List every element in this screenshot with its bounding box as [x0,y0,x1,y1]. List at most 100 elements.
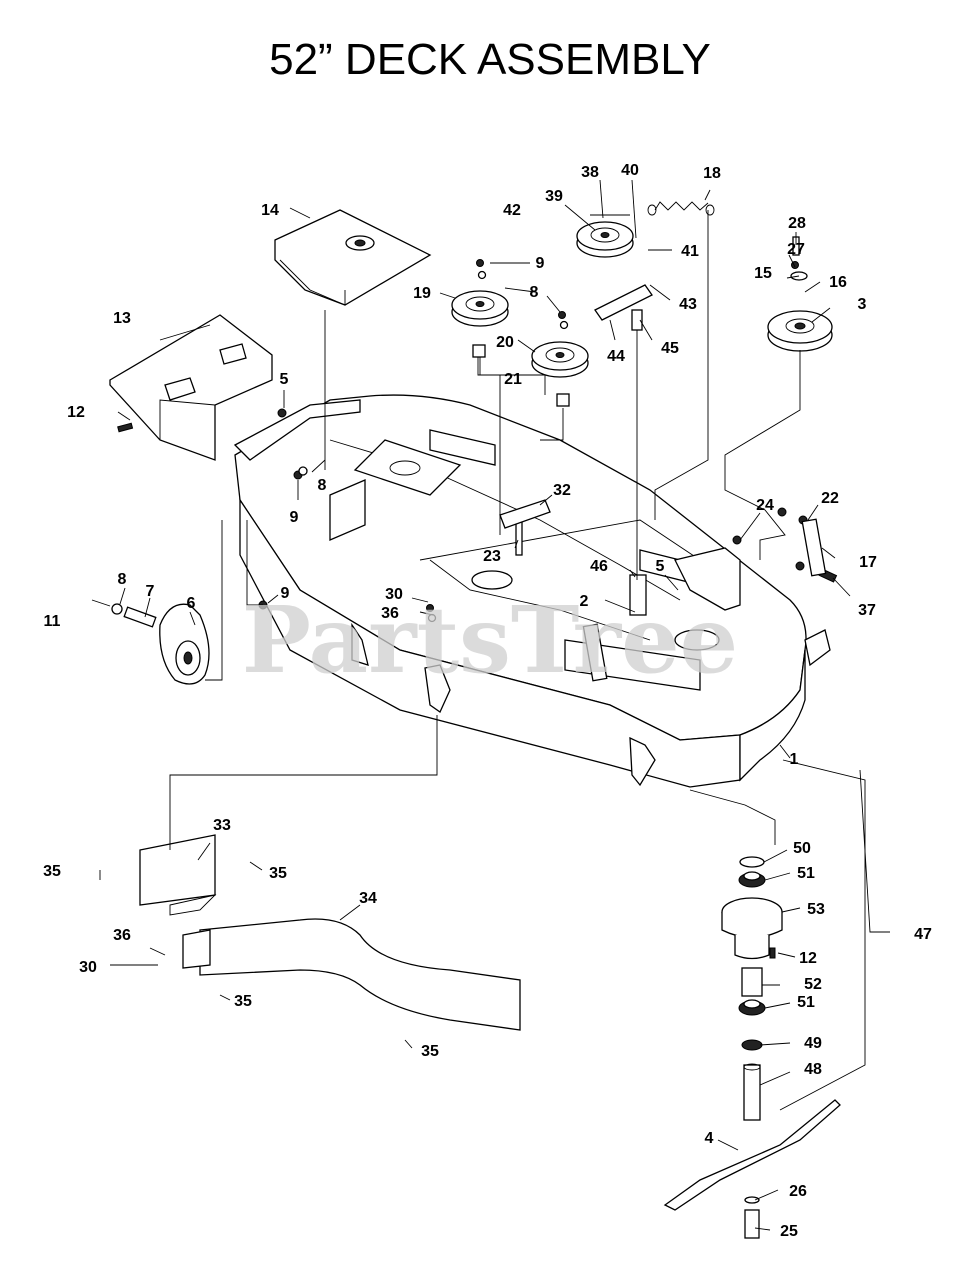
callout-3: 3 [858,296,867,313]
callout-2: 2 [580,593,589,610]
callout-22: 22 [821,490,839,507]
callout-12-cover: 12 [67,404,85,421]
callout-12-spindle: 12 [799,950,817,967]
callout-50: 50 [793,840,811,857]
callout-35-baffle-left: 35 [234,993,252,1010]
screw-12b [769,947,776,959]
callout-16: 16 [829,274,847,291]
callout-7: 7 [146,583,155,600]
callout-39: 39 [545,188,563,205]
callout-8-deck: 8 [318,477,327,494]
bracket-46 [629,574,647,616]
callout-37: 37 [858,602,876,619]
nut-5 [277,408,287,418]
callout-24: 24 [756,497,774,514]
callout-51-lower: 51 [797,994,815,1011]
nut-22b [795,561,805,571]
spindle-pulley-3 [767,310,833,352]
page-title: 52” DECK ASSEMBLY [269,35,711,84]
nut-9d [558,311,566,319]
nut-24b [777,507,787,517]
callout-5-left: 5 [280,371,289,388]
nut-9c [476,259,484,267]
callout-32: 32 [553,482,571,499]
callout-35-baffle-right: 35 [421,1043,439,1060]
spindle-assembly [721,856,783,1121]
callout-9-wheel: 9 [281,585,290,602]
callout-27: 27 [787,241,805,258]
plate-33 [139,834,216,906]
callout-9-pulley: 9 [536,255,545,272]
belt-cover-center [274,209,432,306]
callout-9-deck: 9 [290,509,299,526]
callout-8-pulley: 8 [530,284,539,301]
callout-13: 13 [113,310,131,327]
callout-33: 33 [213,817,231,834]
callout-53: 53 [807,901,825,918]
callout-49: 49 [804,1035,822,1052]
callout-labels: 1 2 3 4 5 5 6 7 8 8 8 9 9 9 11 12 12 13 … [43,162,932,1240]
callout-11: 11 [44,613,61,630]
callout-26: 26 [789,1183,807,1200]
callout-15: 15 [754,265,772,282]
callout-40: 40 [621,162,639,179]
callout-52: 52 [804,976,822,993]
callout-25: 25 [780,1223,798,1240]
callout-19: 19 [413,285,431,302]
bolt-25 [744,1209,760,1239]
nut-30 [426,604,434,612]
callout-14: 14 [261,202,279,219]
callout-51-upper: 51 [797,865,815,882]
callout-44: 44 [607,348,625,365]
callout-38: 38 [581,164,599,181]
washer-8d [111,603,123,615]
callout-35-plate-left: 35 [43,863,61,880]
callout-48: 48 [804,1061,822,1078]
callout-47: 47 [914,926,932,943]
idler-pulley-42 [576,221,634,258]
spacer-21a [472,344,486,358]
callout-46: 46 [590,558,608,575]
mower-deck [233,394,831,788]
callout-17: 17 [859,554,877,571]
assembly-guide-lines [169,210,866,1111]
washer-8c [559,320,569,330]
callout-4: 4 [705,1130,714,1147]
callout-20: 20 [496,334,514,351]
baffle-34 [182,918,521,1031]
nut-24 [732,535,742,545]
callout-18: 18 [703,165,721,182]
washer-8b [477,270,487,280]
spring-18 [654,201,709,211]
callout-35-plate-right: 35 [269,865,287,882]
height-link [582,623,608,682]
callout-8-wheel: 8 [118,571,127,588]
gauge-wheel-6 [159,603,210,685]
callout-42: 42 [503,202,521,219]
callout-34: 34 [359,890,377,907]
watermark: PartsTree [242,586,738,694]
callout-30-deck: 30 [385,586,403,603]
height-link-17 [801,518,827,577]
axle-7 [123,606,157,628]
callout-1: 1 [790,751,799,768]
callout-5-right: 5 [656,558,665,575]
belt-cover-left [109,314,273,461]
callout-41: 41 [681,243,699,260]
callout-43: 43 [679,296,697,313]
callout-21: 21 [504,371,522,388]
callout-23: 23 [483,548,501,565]
callout-45: 45 [661,340,679,357]
leader-lines [99,179,890,1231]
callout-30-baffle: 30 [79,959,97,976]
screw-12 [117,422,134,433]
idler-arm [594,284,653,321]
bracket-32 [499,499,551,529]
washer-8a [298,466,308,476]
idler-pulley-20 [531,341,589,378]
callout-36-deck: 36 [381,605,399,622]
blade-4 [663,1099,841,1211]
washer-26 [744,1196,760,1204]
bolt-11 [91,599,111,607]
